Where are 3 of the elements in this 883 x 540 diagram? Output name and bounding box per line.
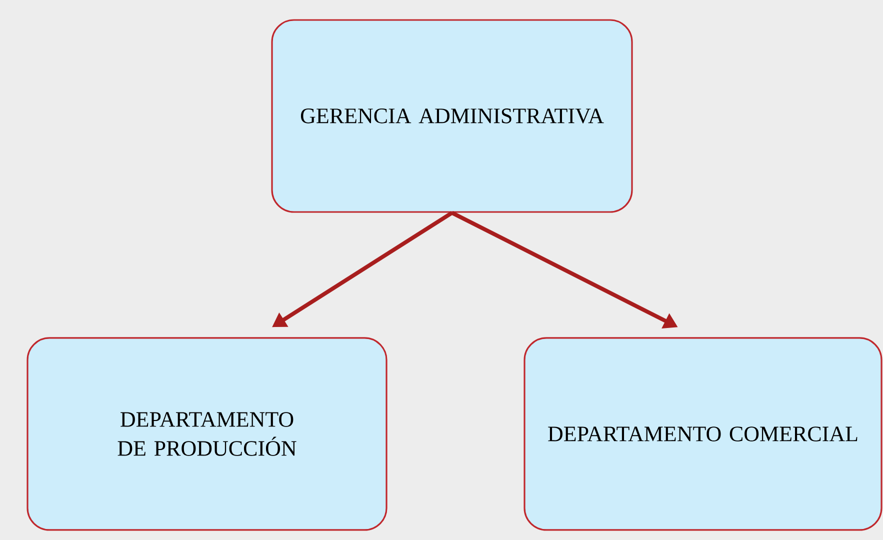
- org-box: GERENCIA ADMINISTRATIVA: [271, 19, 633, 213]
- org-box: DEPARTAMENTO DE PRODUCCIÓN: [26, 337, 388, 531]
- org-box: DEPARTAMENTO COMERCIAL: [524, 337, 882, 531]
